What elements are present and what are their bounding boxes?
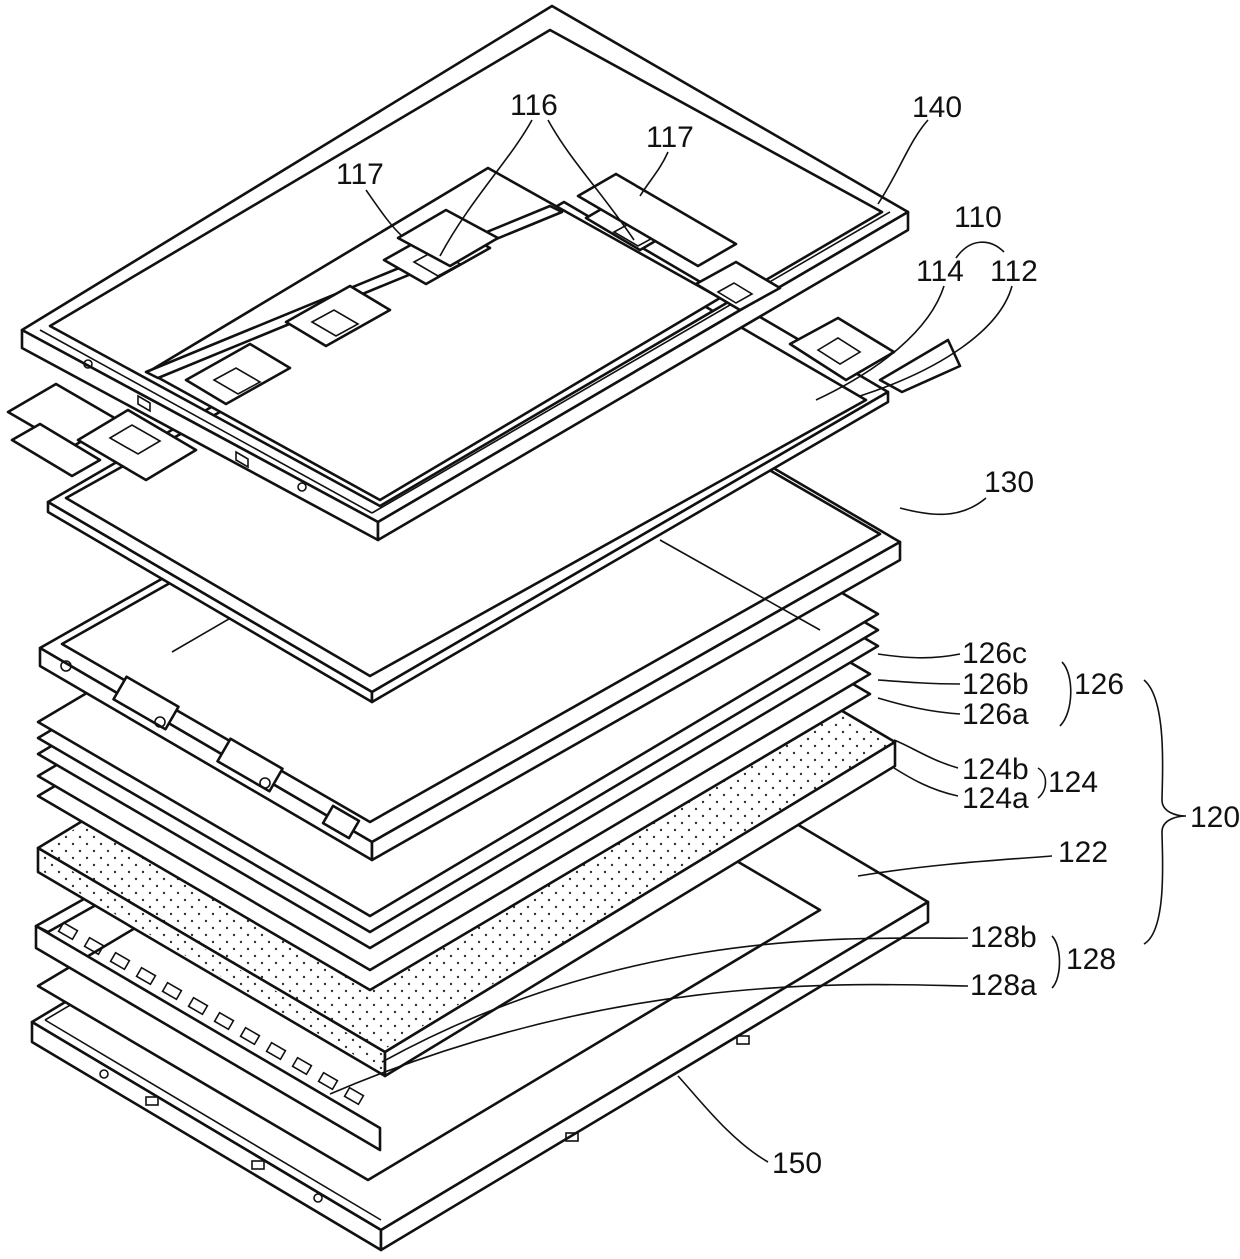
label-117-right: 117	[646, 121, 694, 154]
label-117-left: 117	[336, 158, 384, 191]
label-128: 128	[1066, 943, 1116, 976]
label-116: 116	[510, 89, 558, 122]
label-124: 124	[1048, 766, 1098, 799]
label-140: 140	[912, 91, 962, 124]
label-126c: 126c	[962, 637, 1027, 670]
label-122: 122	[1058, 836, 1108, 869]
label-128a: 128a	[970, 969, 1037, 1002]
label-120: 120	[1190, 801, 1240, 834]
label-128b: 128b	[970, 921, 1037, 954]
label-126a: 126a	[962, 698, 1029, 731]
label-130: 130	[984, 466, 1034, 499]
label-124a: 124a	[962, 782, 1029, 815]
label-112: 112	[990, 255, 1038, 288]
label-126b: 126b	[962, 668, 1029, 701]
label-126: 126	[1074, 668, 1124, 701]
label-110: 110	[954, 201, 1002, 234]
label-114: 114	[916, 255, 964, 288]
label-150: 150	[772, 1147, 822, 1180]
